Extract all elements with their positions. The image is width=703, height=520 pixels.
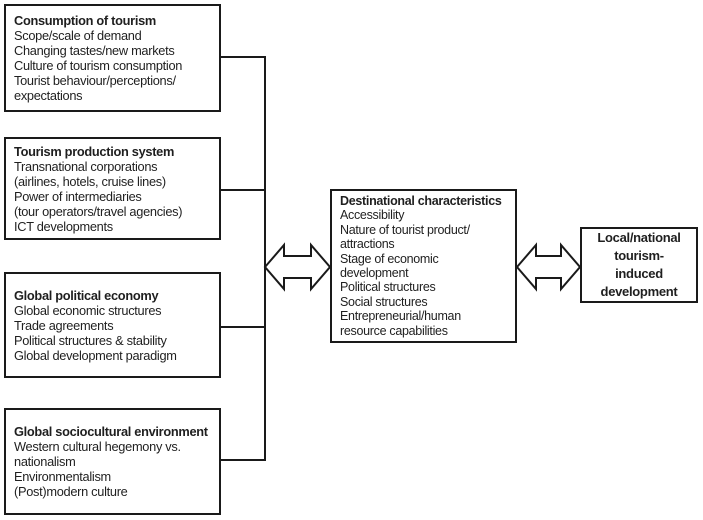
box-global-sociocultural-environment: Global sociocultural environment Western… (4, 408, 221, 515)
box-consumption-of-tourism: Consumption of tourism Scope/scale of de… (4, 4, 221, 112)
box-destinational-characteristics: Destinational characteristics Accessibil… (330, 189, 517, 343)
box-title: Tourism production system (14, 143, 175, 159)
box-title: Consumption of tourism (14, 13, 156, 28)
bidirectional-arrow-right (515, 242, 582, 292)
bidirectional-arrow-left (263, 242, 332, 292)
box-body-text: Accessibility Nature of tourist product/… (340, 208, 470, 338)
box-title: Global political economy (14, 287, 159, 303)
box-body-text: Local/national tourism- induced developm… (597, 230, 681, 299)
box-body-text: Western cultural hegemony vs. nationalis… (14, 439, 181, 499)
box-tourism-production-system: Tourism production system Transnational … (4, 137, 221, 240)
box-body-text: Global economic structures Trade agreeme… (14, 302, 177, 363)
box-global-political-economy: Global political economy Global economic… (4, 272, 221, 378)
box-title: Destinational characteristics (340, 193, 502, 208)
box-body-text: Transnational corporations (airlines, ho… (14, 158, 183, 234)
box-local-national-tourism-induced-development: Local/national tourism- induced developm… (580, 227, 698, 303)
box-title: Global sociocultural environment (14, 424, 208, 439)
box-body-text: Scope/scale of demand Changing tastes/ne… (14, 28, 183, 103)
